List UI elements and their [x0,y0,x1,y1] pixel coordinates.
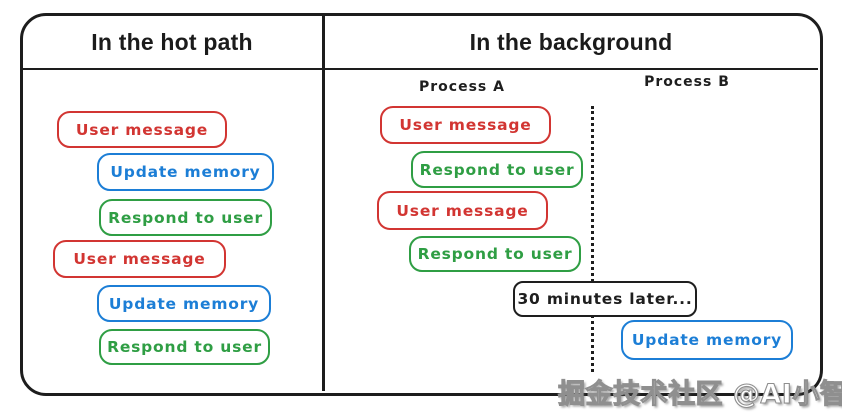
header-separator-line [21,68,818,70]
background-box-respond-to-user-2: Respond to user [409,236,581,272]
background-box-user-message-1: User message [380,106,551,144]
hot-path-box-respond-to-user-2: Respond to user [99,329,270,365]
background-panel-title: In the background [469,28,673,55]
background-box-user-message-2: User message [377,191,548,230]
hot-path-box-update-memory-1: Update memory [97,153,274,191]
hot-path-box-respond-to-user-1: Respond to user [99,199,272,236]
process-a-label: Process A [419,79,505,95]
process-b-label: Process B [644,74,730,90]
hot-path-box-user-message-1: User message [57,111,227,148]
process-timeline-dotted-line [591,106,594,372]
hot-path-box-update-memory-2: Update memory [97,285,271,322]
hot-path-box-user-message-2: User message [53,240,226,278]
hot-path-panel-title: In the hot path [91,28,253,55]
background-box-respond-to-user-1: Respond to user [411,151,583,188]
outer-frame [20,13,823,396]
watermark-text: 掘金技术社区 @AI小智 [557,378,842,410]
background-box-update-memory: Update memory [621,320,793,360]
panel-divider-line [322,15,325,391]
background-box-30-minutes-later: 30 minutes later... [513,281,697,317]
